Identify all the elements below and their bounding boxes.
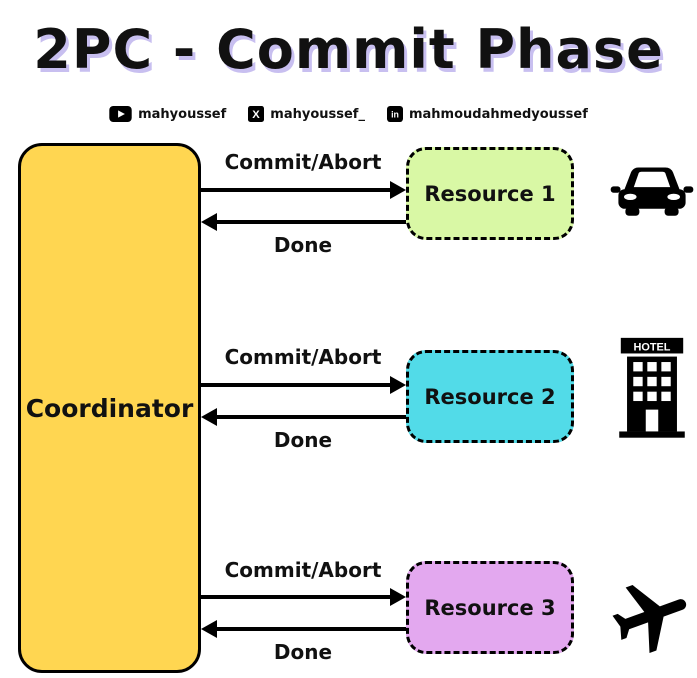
resource-1-box: Resource 1 (406, 147, 574, 240)
x-icon: X (248, 106, 265, 122)
arrow-done-resource1 (201, 213, 406, 231)
page-title: 2PC - Commit Phase (33, 18, 664, 81)
resource-2-box: Resource 2 (406, 350, 574, 443)
x-handle: mahyoussef_ (270, 106, 365, 122)
svg-text:X: X (253, 109, 261, 121)
arrow-commit-resource1 (201, 181, 406, 199)
social-row: mahyoussef X mahyoussef_ in mahmoudahmed… (0, 106, 697, 122)
car-icon (610, 157, 694, 227)
plane-icon (608, 573, 696, 661)
social-x: X mahyoussef_ (248, 106, 365, 122)
coordinator-label: Coordinator (25, 393, 194, 423)
resource-1-label: Resource 1 (424, 181, 556, 206)
social-linkedin: in mahmoudahmedyoussef (386, 106, 588, 122)
done-label-1: Done (273, 233, 333, 257)
arrow-commit-resource2 (201, 376, 406, 394)
commit-abort-label-3: Commit/Abort (224, 558, 382, 582)
svg-text:in: in (391, 110, 399, 120)
social-youtube: mahyoussef (109, 106, 226, 122)
resource-3-label: Resource 3 (424, 595, 556, 620)
resource-2-label: Resource 2 (424, 384, 556, 409)
coordinator-box: Coordinator (18, 143, 201, 673)
youtube-icon (109, 106, 132, 122)
done-label-2: Done (273, 428, 333, 452)
linkedin-handle: mahmoudahmedyoussef (408, 106, 588, 122)
arrow-done-resource2 (201, 408, 406, 426)
arrow-done-resource3 (201, 620, 406, 638)
commit-abort-label-2: Commit/Abort (224, 345, 382, 369)
hotel-icon: HOTEL (613, 328, 691, 446)
done-label-3: Done (273, 640, 333, 664)
youtube-handle: mahyoussef (138, 106, 227, 122)
resource-3-box: Resource 3 (406, 561, 574, 654)
commit-abort-label-1: Commit/Abort (224, 150, 382, 174)
hotel-sign-text: HOTEL (634, 341, 671, 353)
arrow-commit-resource3 (201, 588, 406, 606)
linkedin-icon: in (386, 106, 403, 122)
